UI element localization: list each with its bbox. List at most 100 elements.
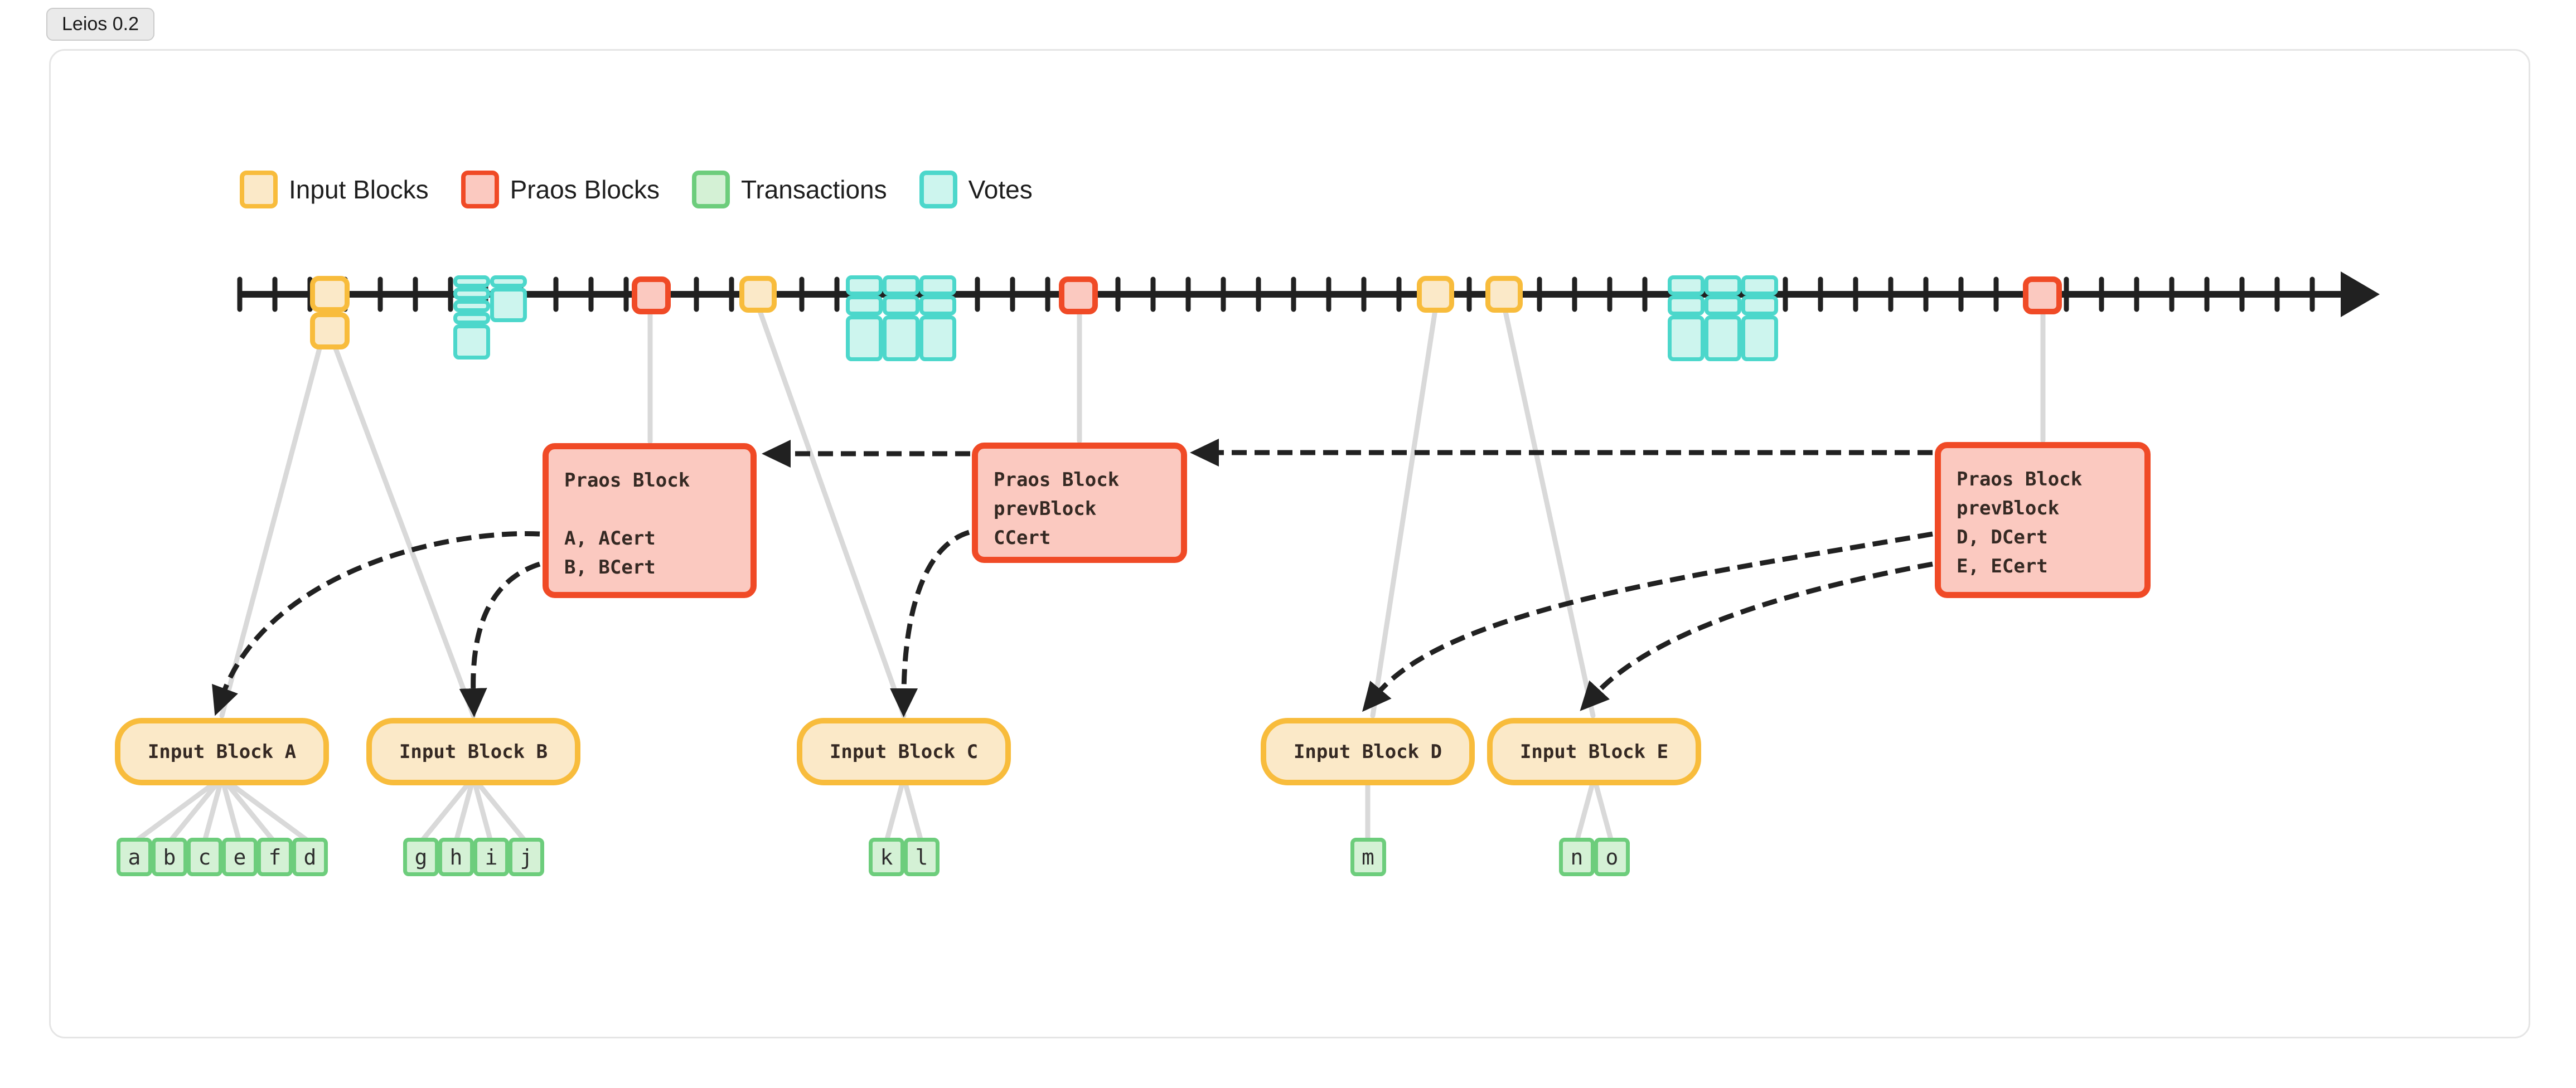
votes-marker (453, 275, 527, 360)
transaction-label: a (128, 844, 141, 870)
praos-block-text-line: prevBlock (994, 498, 1097, 520)
transaction-cell: n (1559, 838, 1595, 876)
transaction-label: l (915, 844, 928, 870)
tx-connector-line (132, 775, 225, 845)
legend-label: Votes (968, 175, 1033, 204)
praos-block-text-line: D, DCert (1957, 526, 2048, 548)
votes-marker (846, 275, 956, 361)
input-block-marker (739, 276, 777, 313)
transaction-label: b (163, 844, 176, 870)
vote-cell (1741, 275, 1778, 295)
praos-block-text-line: Praos Block (1957, 468, 2083, 490)
transaction-cell: i (473, 838, 509, 876)
input-block-label: Input Block E (1519, 740, 1669, 763)
praos-block-text-line: A, ACert (564, 527, 656, 550)
vote-cell (883, 275, 919, 295)
transaction-label: i (485, 844, 498, 870)
transaction-swatch-icon (692, 171, 730, 208)
transaction-cell: b (152, 838, 187, 876)
vote-cell (846, 315, 883, 361)
tx-connector-line (1591, 775, 1614, 845)
vote-cell (883, 315, 919, 361)
transaction-cell: h (438, 838, 474, 876)
input-block-label: Input Block B (399, 740, 548, 763)
dashed-arrow (1580, 561, 1933, 711)
connector-line (323, 320, 476, 718)
vote-cell (453, 324, 490, 360)
tx-connector-line (219, 775, 277, 845)
transaction-label: o (1605, 844, 1619, 870)
connector-line (1370, 304, 1439, 718)
legend: Input Blocks Praos Blocks Transactions V… (240, 171, 1033, 208)
transaction-cell: m (1350, 838, 1386, 876)
legend-label: Input Blocks (289, 175, 429, 204)
transaction-cell: d (292, 838, 328, 876)
tx-connector-line (453, 775, 476, 845)
transaction-label: c (198, 844, 211, 870)
dashed-arrow (1362, 531, 1933, 712)
transaction-label: m (1362, 844, 1374, 870)
legend-item-praos-blocks: Praos Blocks (461, 171, 660, 208)
vote-cell (846, 295, 883, 315)
tx-connector-line (1574, 775, 1597, 845)
vote-cell (1668, 275, 1705, 295)
vote-cell (490, 275, 527, 288)
transaction-label: h (449, 844, 463, 870)
legend-item-transactions: Transactions (692, 171, 887, 208)
vote-cell (1705, 275, 1741, 295)
votes-column (1705, 275, 1741, 361)
tx-connector-line (202, 775, 225, 845)
praos-block-text-line: E, ECert (1957, 555, 2048, 577)
tx-connector-line (418, 775, 476, 845)
vote-cell (846, 275, 883, 295)
transaction-label: j (520, 844, 533, 870)
legend-item-input-blocks: Input Blocks (240, 171, 429, 208)
input-block-node: Input Block E (1487, 718, 1701, 785)
dashed-arrow (459, 561, 541, 717)
vote-cell (1668, 315, 1705, 361)
dashed-arrow (212, 531, 540, 716)
timeline-arrowhead-icon (2341, 271, 2380, 317)
transaction-label: k (880, 844, 893, 870)
input-block-marker (1417, 276, 1454, 313)
vote-cell (453, 275, 490, 288)
input-block-marker-stack (310, 276, 350, 349)
votes-column (1741, 275, 1778, 361)
legend-label: Transactions (741, 175, 887, 204)
votes-marker (1668, 275, 1778, 361)
transaction-cell: l (904, 838, 940, 876)
vote-cell (919, 315, 956, 361)
praos-block-text-line: prevBlock (1957, 497, 2060, 519)
vote-cell (453, 312, 490, 324)
transaction-cell: a (117, 838, 152, 876)
votes-column (919, 275, 956, 361)
vote-cell (1668, 295, 1705, 315)
vote-cell (453, 300, 490, 312)
transaction-label: g (414, 844, 428, 870)
connector-line (1502, 304, 1596, 718)
input-block-marker (1485, 276, 1523, 313)
tx-connector-line (471, 775, 529, 845)
votes-swatch-icon (919, 171, 957, 208)
input-block-marker (310, 312, 350, 349)
transaction-cell: k (869, 838, 904, 876)
votes-column (846, 275, 883, 361)
legend-label: Praos Blocks (510, 175, 660, 204)
transaction-label: f (268, 844, 282, 870)
input-block-node: Input Block D (1261, 718, 1475, 785)
vote-cell (919, 275, 956, 295)
input-block-label: Input Block A (147, 740, 297, 763)
praos-block-marker (632, 276, 671, 314)
votes-column (453, 275, 490, 360)
vote-cell (1741, 315, 1778, 361)
tx-connector-line (884, 775, 907, 845)
input-block-label: Input Block D (1293, 740, 1442, 763)
vote-cell (453, 288, 490, 300)
input-block-node: Input Block B (366, 718, 580, 785)
tx-connector-line (219, 775, 242, 845)
transaction-label: e (233, 844, 246, 870)
vote-cell (1741, 295, 1778, 315)
dashed-arrow (890, 530, 970, 717)
